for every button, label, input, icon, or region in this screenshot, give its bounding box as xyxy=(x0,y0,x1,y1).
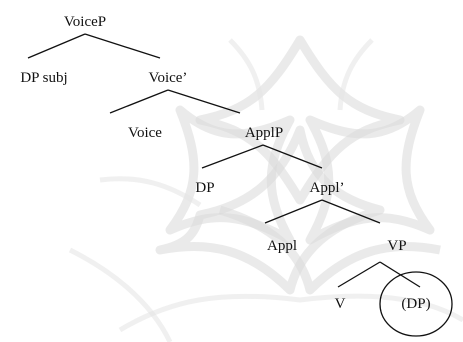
node-appl: Appl xyxy=(267,238,297,254)
tree-branches xyxy=(27,33,421,288)
edge-applp-dp xyxy=(201,144,264,169)
node-applp: ApplP xyxy=(245,125,283,141)
edge-appl-bar-vp xyxy=(321,199,381,224)
node-dp: DP xyxy=(195,180,214,196)
edge-voice-bar-applp xyxy=(167,89,241,114)
edge-appl-bar-appl xyxy=(264,199,323,224)
node-appl-bar: Appl’ xyxy=(310,180,345,196)
node-voice-bar: Voice’ xyxy=(149,70,188,86)
circled-object-marker xyxy=(379,271,453,337)
node-voice: Voice xyxy=(128,125,162,141)
edge-voicep-voice-bar xyxy=(84,33,161,59)
edge-voice-bar-voice xyxy=(109,89,169,114)
edge-vp-dp-obj xyxy=(379,261,421,288)
node-vp: VP xyxy=(387,238,406,254)
edge-applp-appl-bar xyxy=(262,144,323,169)
node-v: V xyxy=(335,296,346,312)
watermark-rosette xyxy=(68,35,463,342)
node-voicep: VoiceP xyxy=(64,14,106,30)
node-dp-object: (DP) xyxy=(401,296,430,312)
edge-voicep-dp-subj xyxy=(27,33,86,59)
node-dp-subj: DP subj xyxy=(20,70,67,86)
edge-vp-v xyxy=(337,261,381,288)
tree-nodes: VoiceP DP subj Voice’ Voice ApplP DP App… xyxy=(20,14,430,312)
